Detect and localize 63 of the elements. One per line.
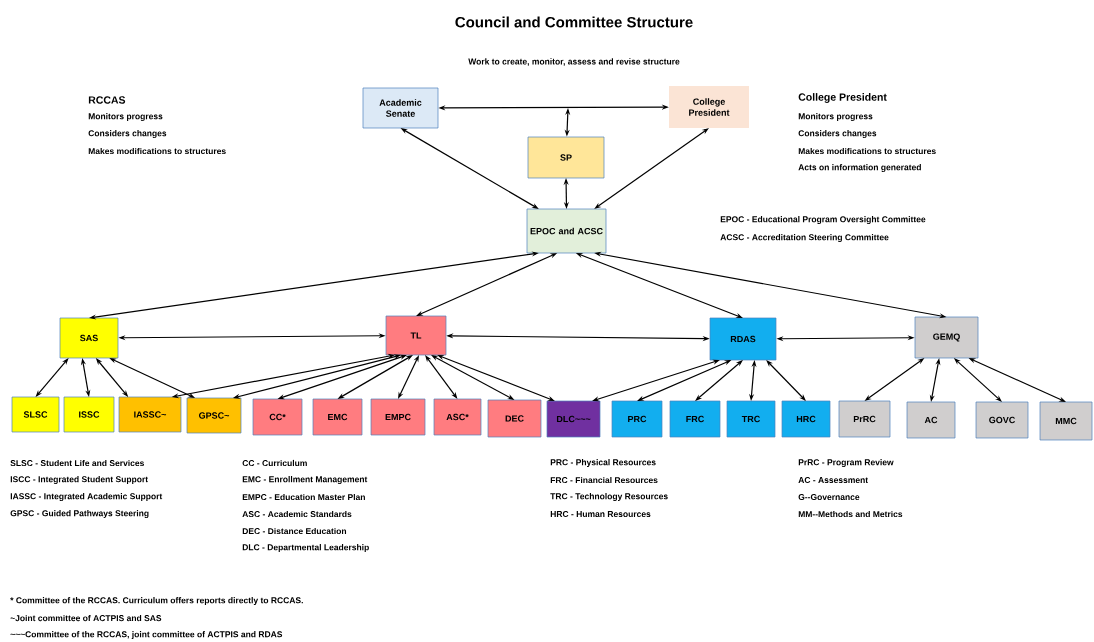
committee-box: EMPC [370, 398, 426, 436]
committee-box: MMC [1039, 401, 1093, 441]
arrow [425, 355, 458, 399]
note-text: * Committee of the RCCAS. Curriculum offers reports directly to RCCAS. [10, 597, 303, 605]
heading: College President [798, 93, 887, 103]
note-text: Makes modifications to structures [798, 147, 936, 155]
note-text: Monitors progress [798, 113, 873, 121]
committee-box: SP [527, 136, 605, 179]
note-text: ASC - Academic Standards [242, 510, 352, 518]
committee-box: GOVC [975, 401, 1029, 439]
committee-box: DEC [487, 399, 542, 438]
note-text: DLC - Departmental Leadership [242, 544, 369, 552]
committee-box: EPOC and ACSC [526, 208, 607, 254]
note-text: TRC - Technology Resources [550, 493, 668, 501]
note-text: DEC - Distance Education [242, 527, 347, 535]
note-text: IASSC - Integrated Academic Support [10, 493, 163, 501]
heading: RCCAS [88, 96, 126, 104]
note-text: HRC - Human Resources [550, 511, 651, 517]
note-text: Work to create, monitor, assess and revise structure [468, 58, 680, 66]
committee-box: EMC [312, 398, 363, 436]
committee-box: AC [906, 401, 956, 439]
committee-box: RDAS [709, 317, 777, 361]
note-text: GPSC - Guided Pathways Steering [10, 510, 149, 518]
note-text: ACSC - Accreditation Steering Committee [720, 234, 889, 242]
committee-box: SAS [59, 317, 119, 359]
committee-box: SLSC [11, 396, 60, 433]
note-text: PrRC - Program Review [798, 459, 894, 467]
note-text: CC - Curriculum [242, 459, 307, 467]
note-text: MM--Methods and Metrics [798, 510, 903, 518]
committee-box: TRC [726, 400, 776, 438]
note-text: Monitors progress [88, 113, 163, 121]
committee-box: College President [669, 86, 749, 128]
note-text: Makes modifications to structures [88, 147, 226, 155]
committee-box: CC* [252, 398, 303, 436]
note-text: EMPC - Education Master Plan [242, 493, 365, 501]
note-text: SLSC - Student Life and Services [10, 459, 144, 467]
note-text: ISCC - Integrated Student Support [10, 476, 148, 484]
note-text: EMC - Enrollment Management [242, 476, 368, 484]
note-text: EPOC - Educational Program Oversight Committee [720, 216, 926, 224]
committee-box: PrRC [838, 400, 891, 438]
committee-box: DLC~~~ [546, 400, 601, 438]
committee-box: GPSC~ [186, 397, 242, 434]
note-text: FRC - Financial Resources [550, 476, 658, 484]
committee-box: HRC [781, 400, 831, 438]
committee-box: IASSC~ [118, 396, 182, 433]
committee-box: Academic Senate [362, 87, 439, 129]
title: Council and Committee Structure [455, 16, 693, 28]
note-text: Considers changes [798, 130, 877, 138]
note-text: Acts on information generated [798, 164, 921, 172]
note-text: AC - Assessment [798, 477, 868, 483]
arrow [695, 360, 743, 401]
note-text: Considers changes [88, 130, 167, 138]
note-text: PRC - Physical Resources [550, 459, 656, 467]
note-text: ~Joint committee of ACTPIS and SAS [10, 614, 162, 622]
note-text: ~~~Committee of the RCCAS, joint committee of ACTPIS and RDAS [10, 631, 283, 639]
arrow [766, 360, 806, 401]
committee-box: ASC* [433, 398, 482, 436]
committee-box: GEMQ [914, 316, 979, 359]
committee-box: ISSC [63, 396, 115, 433]
note-text: G--Governance [798, 494, 860, 500]
committee-box: FRC [669, 400, 721, 438]
committee-box: TL [385, 315, 447, 356]
committee-box: PRC [611, 400, 663, 438]
